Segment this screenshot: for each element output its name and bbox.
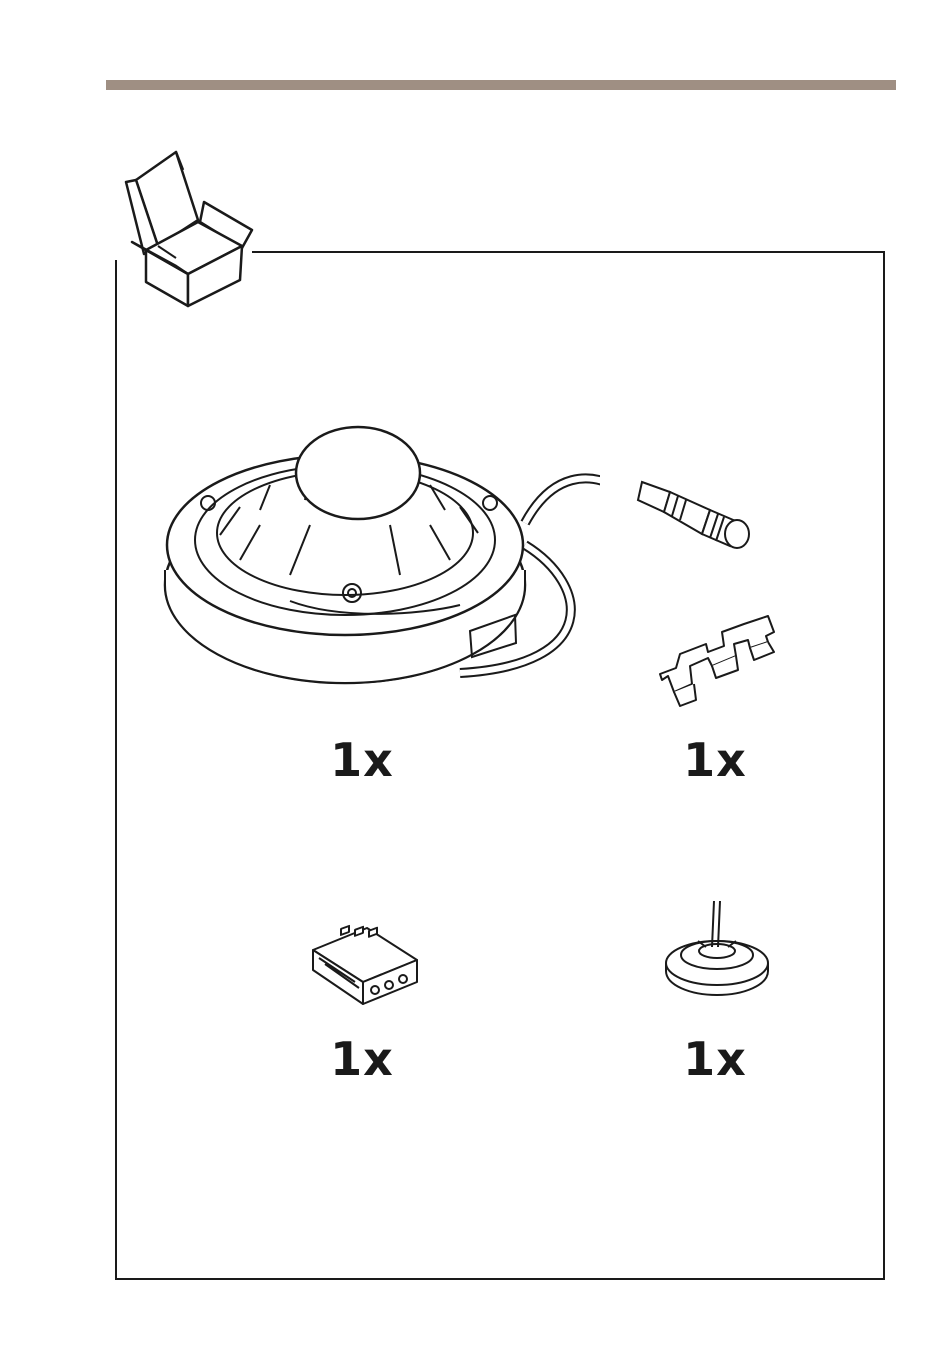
open-box-icon (118, 150, 256, 308)
quantity-label: 1x (302, 1032, 422, 1086)
quantity-label: 1x (302, 733, 422, 787)
quantity-label: 1x (655, 1032, 775, 1086)
quantity-label: 1x (655, 733, 775, 787)
terminal-block-connector-icon (305, 920, 425, 1010)
cable-clip-icon (650, 610, 785, 710)
dome-camera-icon (160, 405, 600, 700)
cable-gasket-icon (660, 895, 775, 1000)
rj45-connector-icon (630, 470, 760, 560)
header-rule (106, 80, 896, 90)
